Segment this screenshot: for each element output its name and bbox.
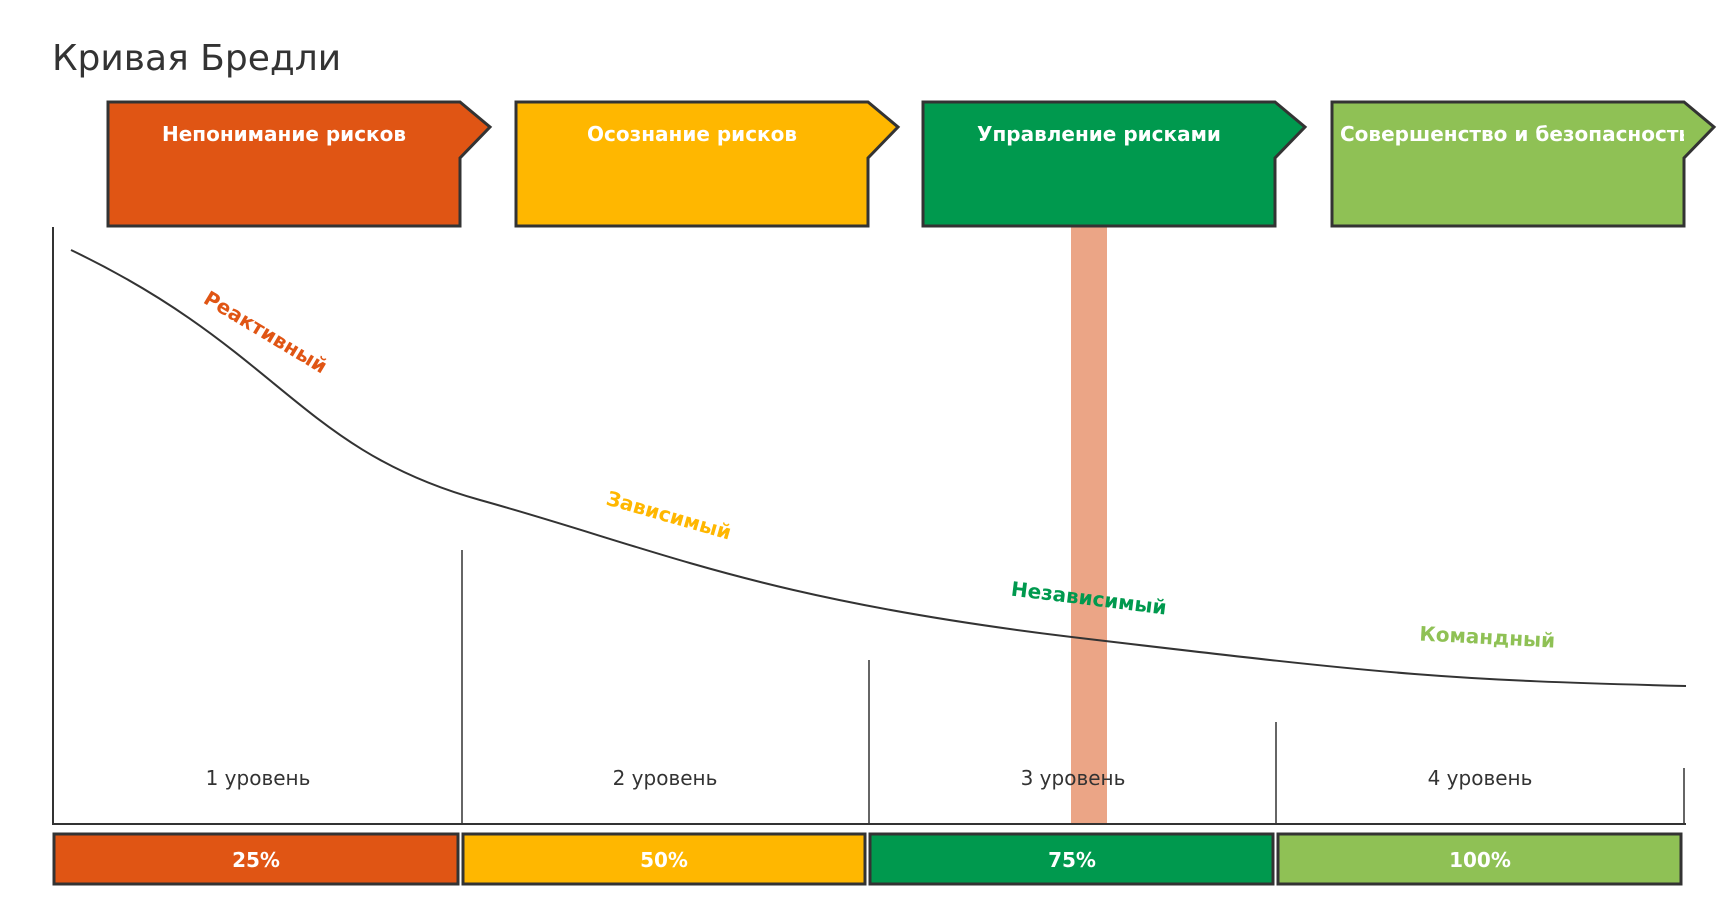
percentage-bar-25: 25% <box>52 832 460 886</box>
percentage-bar-fill <box>52 832 460 886</box>
current-level-marker <box>1071 226 1107 825</box>
stage-label: Управление рисками <box>977 122 1221 146</box>
percentage-bar-75: 75% <box>868 832 1275 886</box>
percentage-bar-50: 50% <box>461 832 867 886</box>
level-label: 1 уровень <box>206 766 311 790</box>
level-label: 3 уровень <box>1021 766 1126 790</box>
percentage-label: 75% <box>1048 848 1096 872</box>
stage-banner-awareness: Осознание рисков <box>514 100 901 228</box>
stage-banner-management: Управление рисками <box>921 100 1308 228</box>
page-title: Кривая Бредли <box>52 38 342 79</box>
stage-banner-shape <box>106 100 493 228</box>
percentage-bar-fill <box>461 832 867 886</box>
stage-banner-shape <box>514 100 901 228</box>
stage-banner-shape <box>921 100 1308 228</box>
curve-label-reactive: Реактивный <box>200 286 332 378</box>
percentage-bar-fill <box>868 832 1275 886</box>
stage-label: Непонимание рисков <box>162 122 406 146</box>
curve-label-dependent: Зависимый <box>604 486 734 545</box>
stage-banner-excellence: Совершенство и безопасность <box>1330 100 1717 228</box>
percentage-bar-fill <box>1276 832 1683 886</box>
stage-label: Осознание рисков <box>587 122 797 146</box>
percentage-label: 50% <box>640 848 688 872</box>
percentage-bar-100: 100% <box>1276 832 1683 886</box>
stage-label: Совершенство и безопасность <box>1340 122 1691 146</box>
level-label: 4 уровень <box>1428 766 1533 790</box>
stage-banner-shape <box>1330 100 1717 228</box>
percentage-label: 100% <box>1449 848 1511 872</box>
percentage-label: 25% <box>232 848 280 872</box>
level-label: 2 уровень <box>613 766 718 790</box>
curve-label-team: Командный <box>1419 621 1556 652</box>
bradley-curve <box>70 249 1687 687</box>
stage-banner-unawareness: Непонимание рисков <box>106 100 493 228</box>
